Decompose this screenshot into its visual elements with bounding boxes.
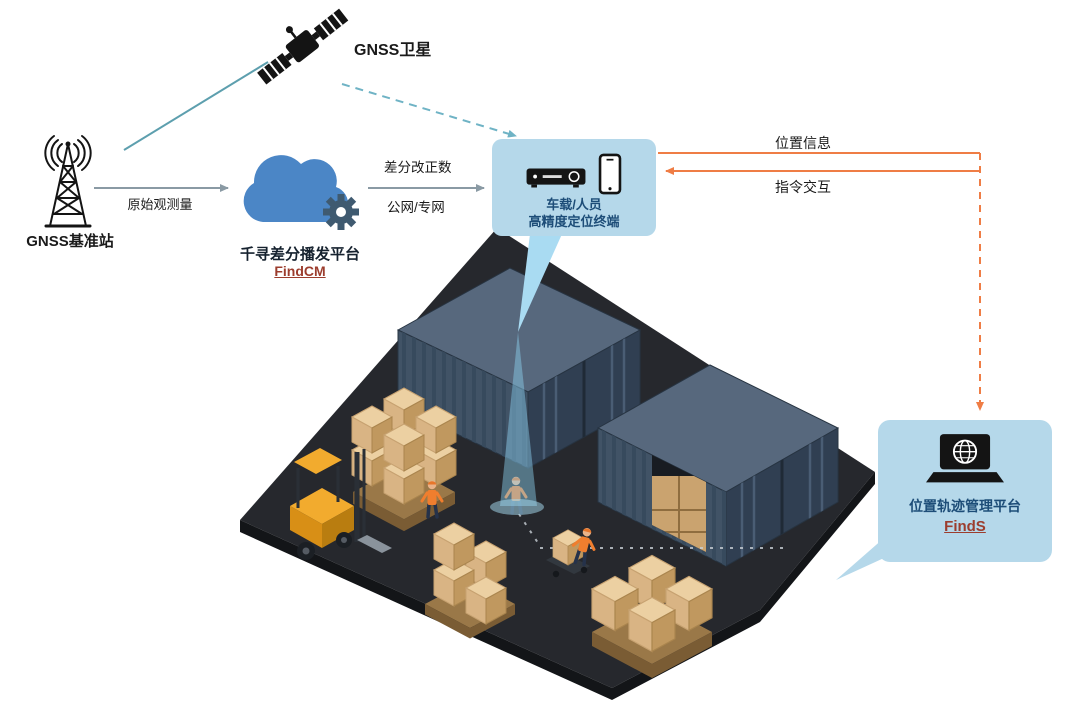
pallet-jack	[546, 529, 590, 578]
management-platform-name: FindS	[944, 518, 986, 535]
worker-1	[420, 480, 444, 519]
connection-lines	[94, 61, 984, 411]
base-station-label: GNSS基准站	[26, 233, 114, 250]
satellite-icon	[257, 8, 349, 85]
cloud-platform-title: 千寻差分播发平台	[239, 246, 360, 263]
command-interaction-label: 指令交互	[775, 179, 831, 195]
management-platform-panel: 位置轨迹管理平台 FindS	[878, 420, 1052, 562]
globe-icon	[952, 439, 978, 464]
cloud-platform-name: FindCM	[274, 263, 326, 279]
laptop-globe-icon	[926, 434, 1004, 483]
satellite-label: GNSS卫星	[354, 42, 432, 59]
diff-correction-label-line2: 公网/专网	[387, 200, 445, 215]
positioning-beam	[490, 234, 562, 515]
terminal-label-line1: 车载/人员	[546, 197, 602, 212]
gear-icon	[323, 194, 359, 230]
gnss-receiver-icon	[526, 168, 586, 188]
forklift	[290, 448, 392, 560]
terminal-panel: 车载/人员 高精度定位终端	[492, 139, 656, 236]
radio-tower-icon	[44, 135, 92, 228]
worker-3	[571, 528, 596, 567]
diff-correction-label-line1: 差分改正数	[384, 160, 452, 175]
smartphone-icon	[598, 153, 622, 195]
shipping-container-1	[396, 267, 642, 469]
position-info-label: 位置信息	[775, 135, 831, 151]
terminal-label-line2: 高精度定位终端	[528, 213, 620, 229]
raw-observation-label: 原始观测量	[127, 197, 193, 212]
management-platform-title: 位置轨迹管理平台	[909, 498, 1021, 514]
platform-callout	[836, 538, 884, 580]
cloud-gear-icon	[243, 155, 359, 230]
pallet-stack-a	[351, 387, 457, 532]
